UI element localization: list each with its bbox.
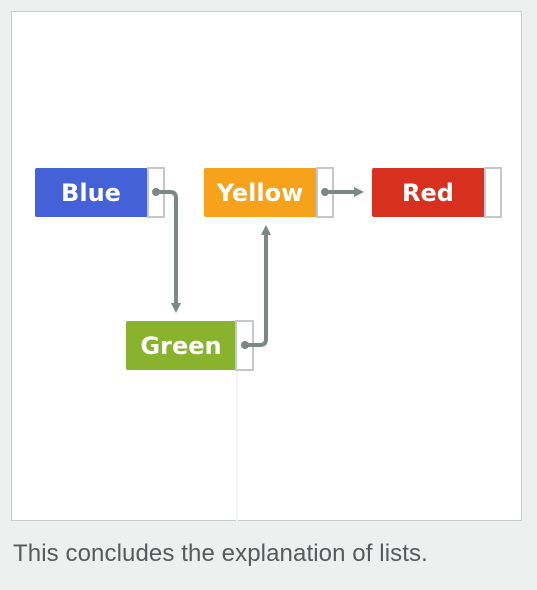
node-red-label: Red — [402, 179, 454, 207]
node-yellow-label: Yellow — [216, 179, 304, 207]
node-blue-value-box — [35, 168, 148, 217]
pointer-green-to-yellow — [241, 225, 271, 349]
caption-text: This concludes the explanation of lists. — [13, 540, 428, 567]
node-red-pointer-slot — [484, 167, 502, 218]
list-node-green: Green — [126, 320, 254, 371]
pointer-arrow — [156, 190, 181, 313]
linked-list-diagram: Blue Yellow Red Green — [35, 167, 502, 522]
pointer-yellow-to-red — [321, 187, 364, 197]
pointer-blue-to-green — [152, 188, 181, 313]
node-red-value-box — [372, 168, 485, 217]
node-green-value-box — [126, 321, 236, 370]
list-node-blue: Blue — [35, 167, 165, 218]
diagram-frame: Blue Yellow Red Green — [11, 11, 522, 522]
node-blue-label: Blue — [61, 179, 121, 207]
list-node-yellow: Yellow — [204, 167, 334, 218]
list-node-red: Red — [372, 167, 502, 218]
pointer-arrow — [245, 225, 271, 347]
node-yellow-value-box — [204, 168, 317, 217]
node-green-label: Green — [140, 332, 221, 360]
